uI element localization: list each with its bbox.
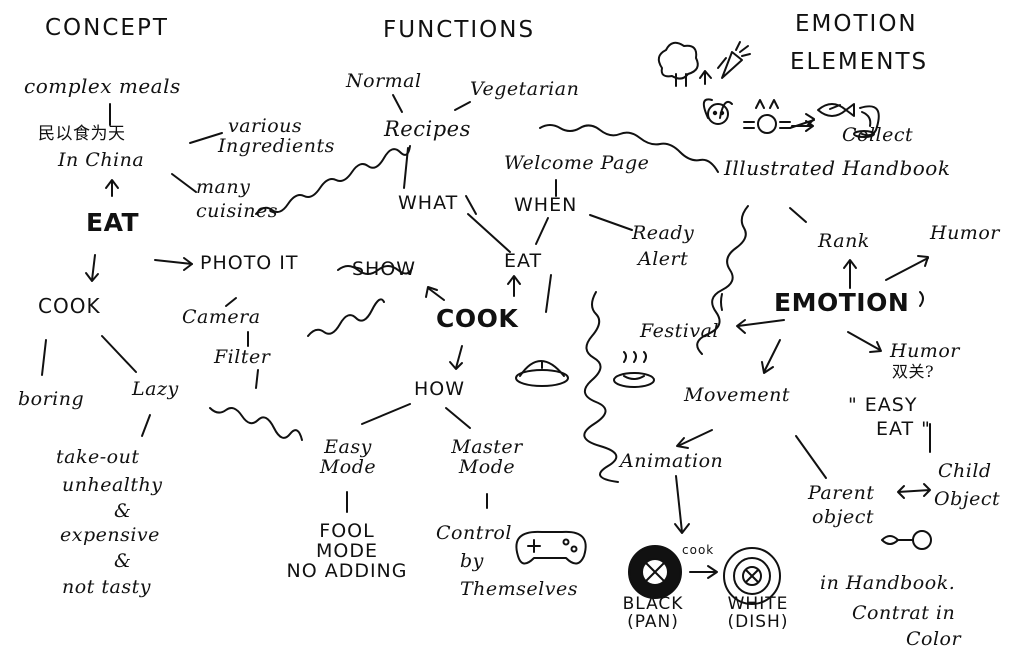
node-eat-emotion: EAT " (876, 418, 931, 440)
header-emotion: EMOTION (795, 11, 918, 37)
node-expensive: expensive (60, 524, 160, 546)
node-humor-cn: 双关? (892, 362, 935, 381)
white-line-2: (DISH) (727, 611, 789, 632)
node-many: many (196, 176, 251, 198)
node-and-2: & (114, 550, 132, 572)
node-parent-object: object (812, 506, 875, 528)
node-humor-top: Humor (930, 222, 1000, 244)
node-control-themselves: Themselves (460, 578, 578, 600)
fool-mode-line-2: MODE (316, 539, 378, 562)
node-white-dish: WHITE (DISH) (710, 594, 806, 632)
master-mode-line-1: Master (451, 436, 523, 458)
node-cook-small: cook (682, 543, 715, 557)
node-animation: Animation (620, 450, 724, 472)
node-various: various (228, 115, 303, 137)
node-emotion: EMOTION (774, 288, 910, 317)
node-filter: Filter (214, 346, 271, 368)
black-line-2: (PAN) (627, 611, 679, 632)
node-not-tasty: not tasty (62, 576, 151, 598)
node-show: SHOW (352, 258, 417, 280)
node-eat-concept: EAT (86, 208, 140, 237)
node-how: HOW (414, 378, 466, 400)
node-cook-function: COOK (436, 304, 519, 333)
node-boring: boring (18, 388, 85, 410)
node-festival: Festival (640, 320, 719, 342)
node-recipes: Recipes (384, 117, 471, 141)
node-photo-it: PHOTO IT (200, 252, 299, 274)
node-rank: Rank (818, 230, 870, 252)
node-humor-right: Humor (890, 340, 960, 362)
easy-mode-line-2: Mode (319, 455, 377, 478)
node-alert: Alert (638, 248, 689, 270)
node-unhealthy: unhealthy (62, 474, 163, 496)
node-camera: Camera (182, 306, 261, 328)
node-lazy: Lazy (132, 378, 179, 400)
node-chinese-proverb: 民以食为天 (38, 124, 126, 144)
node-in-handbook: in Handbook. (820, 572, 956, 594)
node-in-china: In China (58, 149, 145, 171)
node-ready: Ready (632, 222, 695, 244)
node-parent: Parent (808, 482, 875, 504)
node-cuisines: cuisines (196, 200, 279, 222)
header-elements: ELEMENTS (790, 49, 929, 75)
node-what: WHAT (398, 192, 459, 214)
node-when: WHEN (514, 194, 578, 216)
master-mode-line-2: Mode (458, 455, 516, 478)
node-movement: Movement (684, 384, 791, 406)
node-cook-concept: COOK (38, 294, 101, 318)
fool-mode-line-3: NO ADDING (286, 559, 408, 582)
node-child: Child (938, 460, 992, 482)
node-easy: " EASY (848, 394, 918, 416)
node-easy-mode: Easy Mode (316, 436, 380, 478)
fool-mode-line-1: FOOL (319, 520, 375, 542)
node-contrast: Contrat in (852, 602, 956, 624)
node-control-by: by (460, 550, 484, 572)
easy-mode-line-1: Easy (324, 436, 372, 458)
node-collect: Collect (842, 124, 914, 146)
node-control: Control (436, 522, 512, 544)
node-ingredients: Ingredients (218, 135, 335, 157)
black-line-1: BLACK (622, 594, 684, 614)
node-eat-function: EAT (504, 250, 543, 272)
node-vegetarian: Vegetarian (470, 78, 580, 100)
white-line-1: WHITE (727, 594, 789, 614)
node-illustrated-handbook: Illustrated Handbook (724, 156, 951, 180)
node-and-1: & (114, 500, 132, 522)
node-master-mode: Master Mode (440, 436, 534, 478)
node-complex-meals: complex meals (24, 74, 181, 98)
header-concept: CONCEPT (45, 15, 169, 41)
header-functions: FUNCTIONS (383, 17, 536, 43)
node-color: Color (906, 628, 962, 650)
node-normal: Normal (346, 70, 422, 92)
node-fool-mode: FOOL MODE NO ADDING (282, 520, 412, 582)
node-black-pan: BLACK (PAN) (608, 594, 698, 632)
node-takeout: take-out (56, 446, 140, 468)
node-welcome-page: Welcome Page (504, 152, 650, 174)
node-child-object: Object (934, 488, 1001, 510)
